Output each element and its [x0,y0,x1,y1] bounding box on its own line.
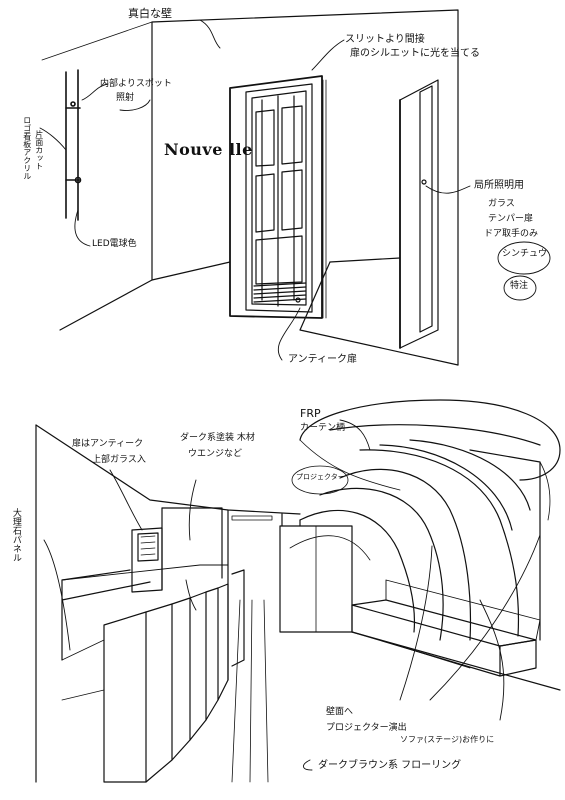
note-marble-panel: 大理石パネル [10,508,21,562]
antique-door [229,75,327,319]
note-door-silhouette: 扉のシルエットに光を当てる [350,48,480,59]
note-door-slit: スリットより間接 [345,34,425,45]
note-glass: ガラス [488,199,515,209]
note-wenge: ウエンジなど [188,449,243,459]
top-sketch-room [41,9,459,366]
note-wall-surface: 壁面へ [326,707,354,717]
note-dark-brown-floor: ダークブラウン系 フローリング [318,760,462,771]
note-white-wall: 真白な壁 [128,7,172,20]
circle-brass-note [497,241,551,275]
note-logo-cut: 片面カット [34,130,44,170]
right-glass-door [399,79,439,349]
note-door-antique-bottom: 扉はアンティーク [72,439,144,449]
note-projector-effect: プロジェクター演出 [326,723,407,733]
note-antique-door: アンティーク扉 [288,354,357,365]
sofa-stage [351,579,541,677]
note-inner-spot: 内部よりスポット [100,79,172,89]
logo-sign-bracket [65,69,82,221]
note-logo-acrylic: ロゴ看板アクリル [22,116,32,180]
note-led-bulb: LED電球色 [92,239,137,249]
circle-projector-note [291,465,349,495]
note-tempered-door: テンパー扉 [488,214,534,224]
note-custom-made: 特注 [510,281,529,291]
note-projector-circle: プロジェクター [296,473,345,481]
bottom-sketch-room [35,424,561,783]
note-local-lighting: 局所照明用 [474,180,524,191]
note-curtain-pattern: カーテン柄 [300,423,346,433]
note-frp: FRP [300,407,321,420]
note-sofa-stage: ソファ(ステージ)お作りに [400,735,495,744]
note-handle-only: ドア取手のみ [484,229,539,239]
note-irradiate: 照射 [116,93,135,103]
note-upper-glass: 上部ガラス入 [92,455,146,465]
note-brass: シンチュウ [502,249,548,259]
note-dark-wood: ダーク系塗装 木材 [180,433,255,443]
logo-sign-text: Nouve lle [164,140,253,159]
circle-custom-note [503,275,537,301]
top-leader-lines [39,19,471,361]
bottom-leader-lines [43,419,541,771]
frp-curtain-canopy [289,399,561,641]
